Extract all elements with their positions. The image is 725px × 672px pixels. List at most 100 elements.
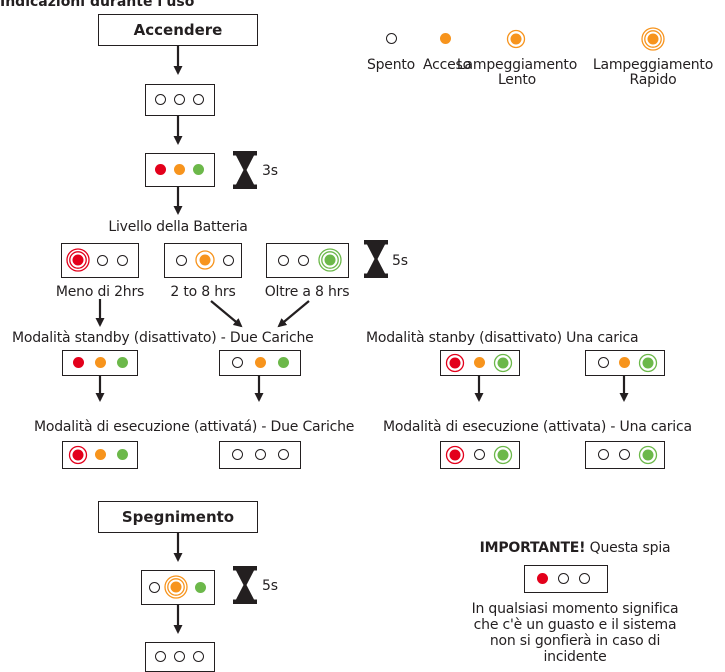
warning-line-2: che c'è un guasto e il sistema [473,617,677,633]
led-green-slow-flash [493,445,513,465]
battery-level-label: Livello della Batteria [108,219,248,235]
led-orange-off [619,449,630,460]
led-red-off [598,357,609,368]
led-red-off [155,651,166,662]
led-red-slow-flash [445,353,465,373]
led-orange-off [298,255,309,266]
led-orange-on [95,357,106,368]
led-red-off [278,255,289,266]
legend-on-label: Acceso [423,57,471,73]
led-red-slow-flash [445,445,465,465]
legend-fast-label-1: Lampeggiamento [592,57,714,73]
led-orange-on [174,164,185,175]
warning-line-1: In qualsiasi momento significa [471,601,679,617]
led-green-slow-flash [638,445,658,465]
page-title: Indicazioni durante l'uso [0,0,195,10]
arrow-mid-to-standby [210,300,243,328]
power-on-step: Accendere [98,14,258,46]
legend-fast-flash-icon [641,27,665,51]
run-one-charge-label: Modalità di esecuzione (attivata) - Una … [383,419,692,435]
led-orange-on [619,357,630,368]
arrow-high-to-standby [277,300,310,328]
battery-mid-label: 2 to 8 hrs [170,284,236,300]
led-orange-off [174,94,185,105]
hourglass-5s-off-icon [233,566,257,604]
standby-one-charge-label: Modalità stanby (disattivato) Una carica [366,330,639,346]
led-orange-off [174,651,185,662]
timer-5s-off-label: 5s [262,578,278,594]
battery-low-label: Meno di 2hrs [55,284,145,300]
battery-high-label: Oltre a 8 hrs [264,284,350,300]
legend-slow-label-1: Lampeggiamento [456,57,578,73]
led-green-on [278,357,289,368]
legend-off-icon [386,33,397,44]
led-orange-on [255,357,266,368]
legend-slow-flash-icon [506,29,526,49]
legend-off-label: Spento [366,57,416,73]
led-red-off [232,449,243,460]
legend-slow-label-2: Lento [497,72,537,88]
led-red-fast-flash [66,248,90,272]
led-red-on [73,357,84,368]
led-orange-slow-flash [195,250,215,270]
led-orange-off [255,449,266,460]
warning-line-3: non si gonfierà in caso di [489,633,661,649]
led-green-off [193,94,204,105]
hourglass-5s-icon [364,240,388,278]
leds-self-test-panel [145,153,215,187]
hourglass-3s-icon [233,151,257,189]
standby-two-panel-b [219,350,301,376]
standby-one-panel-a [440,350,520,376]
battery-high-panel [266,243,349,278]
important-heading: IMPORTANTE! Questa spia [480,540,671,556]
fault-indicator-panel [524,565,608,593]
led-red-off [155,94,166,105]
run-one-panel-b [585,441,665,469]
led-red-on [537,573,548,584]
led-green-on [117,449,128,460]
standby-one-panel-b [585,350,665,376]
power-off-final-panel [145,642,215,672]
led-orange-off [474,449,485,460]
led-red-on [155,164,166,175]
led-red-off [232,357,243,368]
led-green-on [117,357,128,368]
run-two-charges-label: Modalità di esecuzione (attivatá) - Due … [34,419,355,435]
led-red-off [176,255,187,266]
led-orange-off [97,255,108,266]
power-off-step: Spegnimento [98,501,258,533]
legend-on-icon [440,33,451,44]
leds-all-off-panel [145,84,215,116]
standby-two-charges-label: Modalità standby (disattivato) - Due Car… [12,330,314,346]
led-green-on [195,582,206,593]
run-two-panel-b [219,441,301,469]
important-label: IMPORTANTE! [479,540,586,556]
led-green-off [579,573,590,584]
power-off-flash-panel [141,570,215,605]
led-orange-on [474,357,485,368]
battery-mid-panel [164,243,242,278]
important-text: Questa spia [589,540,671,556]
run-one-panel-a [440,441,520,469]
led-green-on [193,164,204,175]
battery-low-panel [61,243,139,278]
run-two-panel-a [62,441,138,469]
led-green-fast-flash [318,248,342,272]
led-orange-off [558,573,569,584]
led-green-off [278,449,289,460]
warning-line-4: incidente [543,649,607,665]
standby-two-panel-a [62,350,138,376]
legend-fast-label-2: Rapido [629,72,677,88]
led-orange-fast-flash [164,575,188,599]
timer-5s-label: 5s [392,253,408,269]
led-red-off [149,582,160,593]
led-red-slow-flash [68,445,88,465]
led-green-off [193,651,204,662]
led-green-off [223,255,234,266]
led-green-off [117,255,128,266]
led-green-slow-flash [638,353,658,373]
led-red-off [598,449,609,460]
timer-3s-label: 3s [262,163,278,179]
